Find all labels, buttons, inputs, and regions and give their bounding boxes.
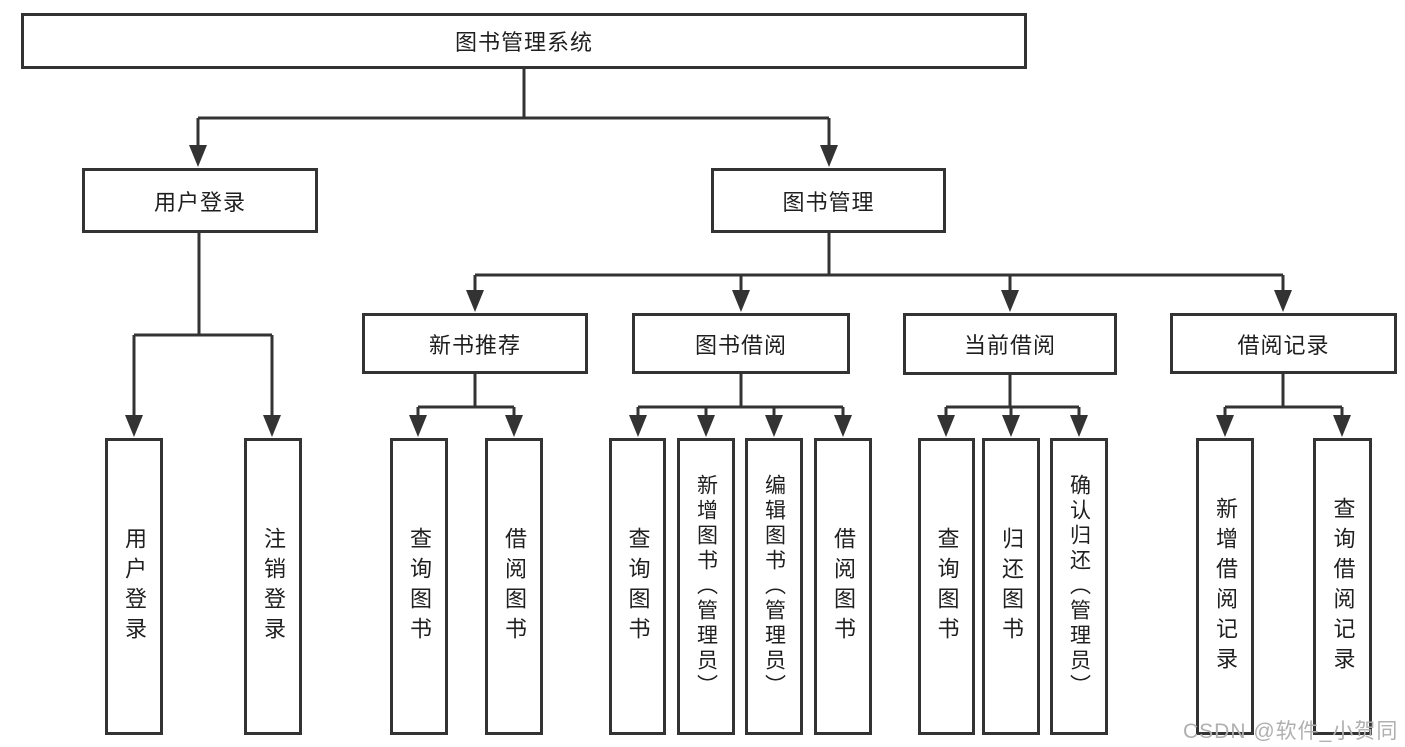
node-leaf-return-books: 归还图书 bbox=[982, 438, 1040, 735]
node-label: 注销登录 bbox=[261, 526, 286, 647]
node-user-login: 用户登录 bbox=[82, 168, 318, 233]
node-leaf-query-borrow-record: 查询借阅记录 bbox=[1313, 438, 1372, 735]
node-label: 编辑图书（管理员） bbox=[762, 474, 786, 699]
node-label: 归还图书 bbox=[999, 526, 1024, 647]
node-label: 确认归还（管理员） bbox=[1067, 474, 1091, 699]
node-leaf-add-book-admin: 新增图书（管理员） bbox=[677, 438, 735, 735]
node-label: 查询图书 bbox=[407, 526, 432, 647]
node-leaf-borrow-books: 借阅图书 bbox=[814, 438, 872, 735]
node-label: 查询借阅记录 bbox=[1330, 496, 1356, 677]
node-leaf-logout: 注销登录 bbox=[244, 438, 302, 735]
node-leaf-edit-book-admin: 编辑图书（管理员） bbox=[745, 438, 803, 735]
node-label: 新增图书（管理员） bbox=[694, 474, 718, 699]
node-label: 借阅图书 bbox=[502, 526, 527, 647]
node-book-management: 图书管理 bbox=[711, 168, 946, 233]
node-new-book-recommend: 新书推荐 bbox=[362, 313, 588, 374]
node-leaf-confirm-return-admin: 确认归还（管理员） bbox=[1050, 438, 1108, 735]
node-leaf-query-books-borrow: 查询图书 bbox=[609, 438, 666, 735]
node-leaf-query-books-recommend: 查询图书 bbox=[390, 438, 448, 735]
csdn-watermark: CSDN @软件_小贺同学 bbox=[1183, 720, 1399, 743]
node-label: 查询图书 bbox=[625, 526, 651, 647]
node-library-system: 图书管理系统 bbox=[21, 13, 1027, 69]
node-leaf-add-borrow-record: 新增借阅记录 bbox=[1196, 438, 1254, 735]
node-label: 借阅图书 bbox=[831, 526, 856, 647]
node-borrowing-records: 借阅记录 bbox=[1170, 313, 1397, 374]
node-current-borrowing: 当前借阅 bbox=[903, 313, 1117, 375]
arrowheads bbox=[125, 145, 1351, 437]
node-label: 新增借阅记录 bbox=[1213, 496, 1238, 677]
node-leaf-query-books-current: 查询图书 bbox=[918, 438, 975, 735]
node-label: 查询图书 bbox=[934, 526, 960, 647]
node-leaf-user-login: 用户登录 bbox=[105, 438, 163, 735]
node-book-borrowing: 图书借阅 bbox=[632, 313, 850, 374]
node-leaf-borrow-books-recommend: 借阅图书 bbox=[485, 438, 543, 735]
node-label: 用户登录 bbox=[122, 526, 147, 647]
